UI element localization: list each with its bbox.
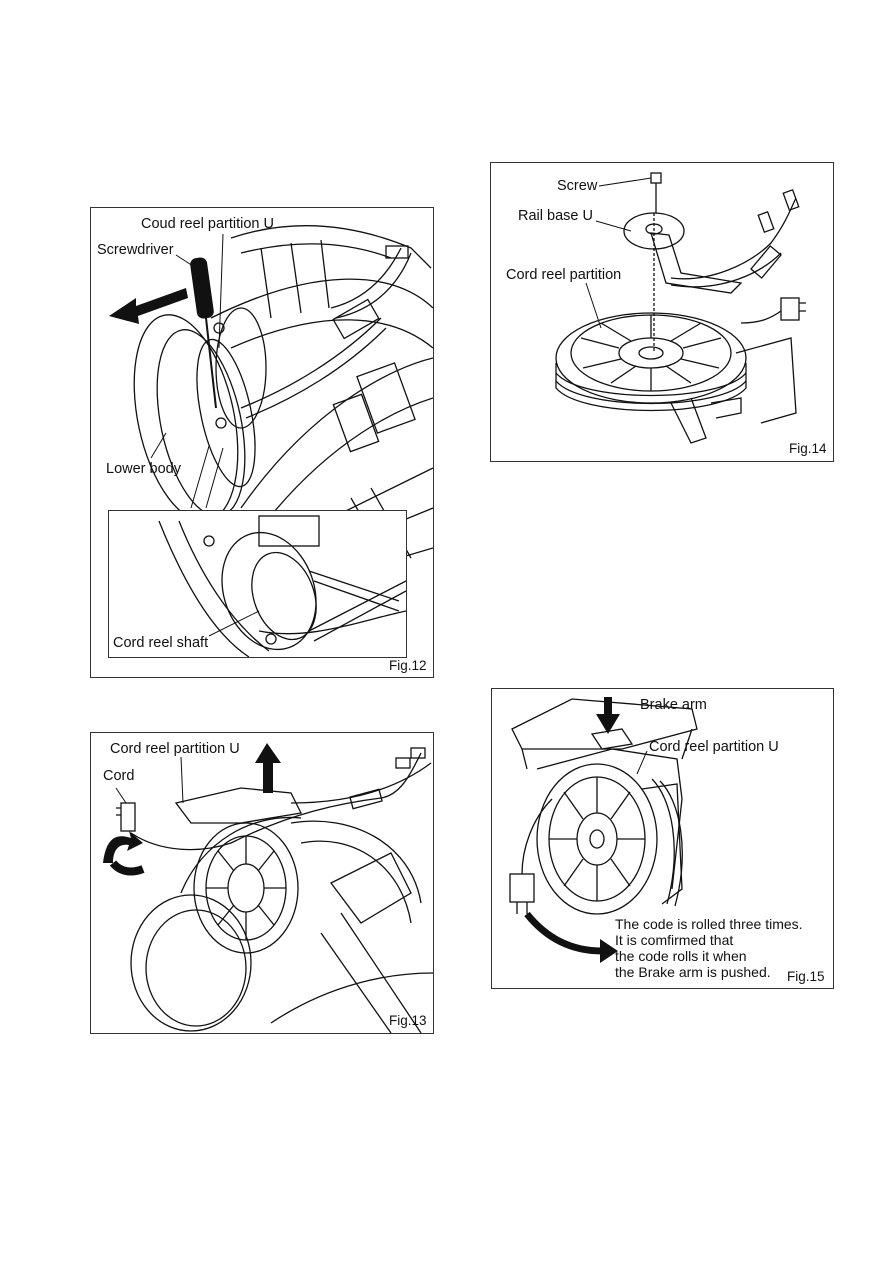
fig15-note: The code is rolled three times. It is co… (615, 916, 803, 980)
fig15-partition-label: Cord reel partition U (649, 739, 779, 755)
fig14-number: Fig.14 (789, 441, 827, 456)
fig15-illustration (509, 697, 698, 963)
fig12-shaft-label: Cord reel shaft (113, 635, 209, 651)
fig12-screwdriver-label: Screwdriver (97, 242, 174, 258)
figure-14: Screw Rail base U Cord reel partition Fi… (490, 162, 834, 462)
fig15-note-line-4: the Brake arm is pushed. (615, 964, 771, 980)
fig14-screw-label: Screw (557, 178, 598, 194)
fig14-partition-label: Cord reel partition (506, 267, 622, 283)
fig12-illustration (109, 225, 433, 579)
fig13-illustration (103, 743, 433, 1033)
fig15-note-line-2: It is comfirmed that (615, 932, 734, 948)
fig14-rail-base-label: Rail base U (518, 208, 593, 224)
fig12-partition-label: Coud reel partition U (141, 216, 274, 232)
fig15-note-line-1: The code is rolled three times. (615, 916, 803, 932)
fig13-cord-label: Cord (103, 768, 135, 784)
fig14-illustration (555, 172, 806, 444)
fig15-brake-arm-label: Brake arm (640, 697, 707, 713)
fig12-number: Fig.12 (389, 658, 427, 673)
fig15-number: Fig.15 (787, 969, 825, 984)
fig13-partition-label: Cord reel partition U (110, 741, 240, 757)
figure-12: Coud reel partition U Screwdriver Lower … (90, 207, 434, 678)
fig12-inset: Cord reel shaft (108, 510, 407, 658)
figure-15: Brake arm Cord reel partition U The code… (491, 688, 834, 989)
figure-13: Cord reel partition U Cord Fig.13 (90, 732, 434, 1034)
fig12-lower-body-label: Lower body (106, 461, 181, 477)
fig13-number: Fig.13 (389, 1013, 427, 1028)
fig15-note-line-3: the code rolls it when (615, 948, 747, 964)
fig12-inset-illustration (158, 515, 406, 657)
